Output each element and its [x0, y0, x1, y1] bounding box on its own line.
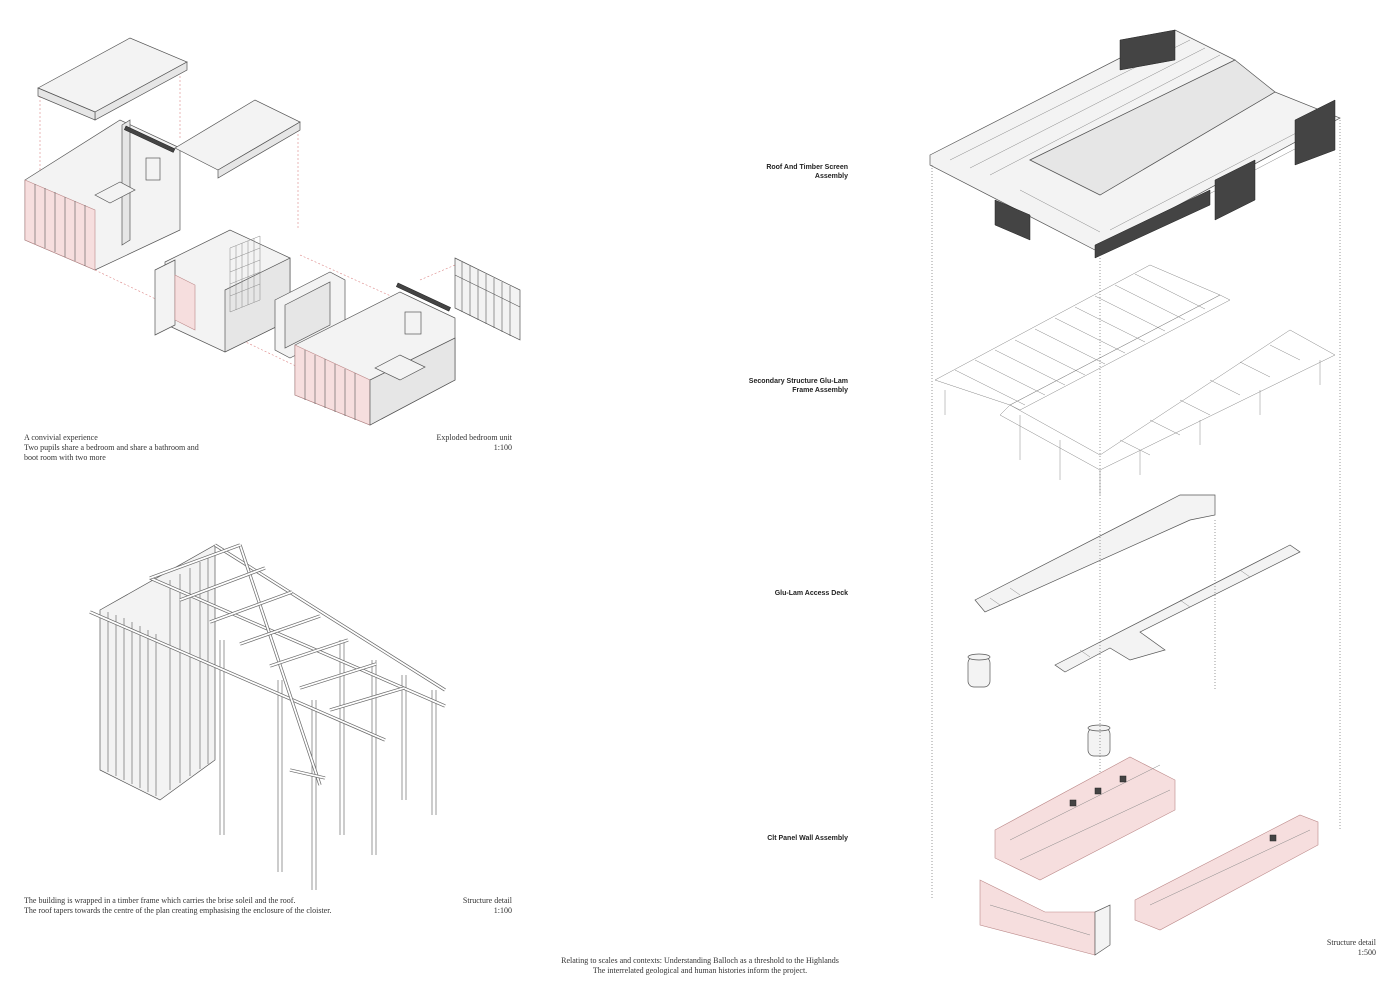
structure-caption-line1: The building is wrapped in a timber fram…	[24, 896, 296, 905]
bedroom-caption: A convivial experience Two pupils share …	[24, 433, 284, 463]
structure-label: Structure detail	[462, 896, 512, 905]
footer-line1: Relating to scales and contexts: Underst…	[561, 956, 839, 965]
structure-drawing-label: Structure detail 1:100	[400, 896, 512, 916]
layer-label-deck-line1: Glu-Lam Access Deck	[774, 590, 848, 597]
layer-label-frame-line2: Frame Assembly	[792, 387, 848, 394]
assembly-drawing-label: Structure detail 1:500	[1270, 938, 1376, 958]
clt-panel-wall-assembly	[979, 756, 1319, 956]
sheet-footer: Relating to scales and contexts: Underst…	[450, 956, 950, 976]
bedroom-label: Exploded bedroom unit	[436, 433, 512, 442]
bedroom-scale: 1:100	[493, 443, 512, 452]
bedroom-caption-title: A convivial experience	[24, 433, 98, 442]
assembly-scale: 1:500	[1357, 948, 1376, 957]
timber-screen-panel	[454, 257, 521, 341]
structure-caption-line2: The roof tapers towards the centre of th…	[24, 906, 332, 915]
layer-label-roof-line2: Assembly	[814, 173, 848, 180]
structure-scale: 1:100	[493, 906, 512, 915]
bedroom-caption-line1: Two pupils share a bedroom and share a b…	[24, 443, 199, 452]
glulam-access-deck	[974, 494, 1301, 673]
layer-label-frame-line1: Secondary Structure Glu-Lam	[748, 378, 848, 385]
bedroom-drawing-label: Exploded bedroom unit 1:100	[400, 433, 512, 453]
assembly-label: Structure detail	[1326, 938, 1376, 947]
layer-label-clt: Clt Panel Wall Assembly	[700, 834, 848, 843]
footer-line2: The interrelated geological and human hi…	[592, 966, 808, 975]
layer-label-roof: Roof And Timber Screen Assembly	[700, 163, 848, 181]
stair-cores	[967, 653, 1111, 757]
layer-label-clt-line1: Clt Panel Wall Assembly	[767, 835, 848, 842]
roof-assembly	[929, 29, 1341, 259]
glulam-frame-assembly	[934, 264, 1336, 495]
layer-label-deck: Glu-Lam Access Deck	[700, 589, 848, 598]
exploded-bedroom-unit	[24, 37, 521, 426]
structure-detail-frame	[89, 543, 446, 890]
layer-label-frame: Secondary Structure Glu-Lam Frame Assemb…	[700, 377, 848, 395]
layer-label-roof-line1: Roof And Timber Screen	[766, 164, 848, 171]
structure-caption: The building is wrapped in a timber fram…	[24, 896, 444, 916]
bedroom-caption-line2: boot room with two more	[24, 453, 106, 462]
